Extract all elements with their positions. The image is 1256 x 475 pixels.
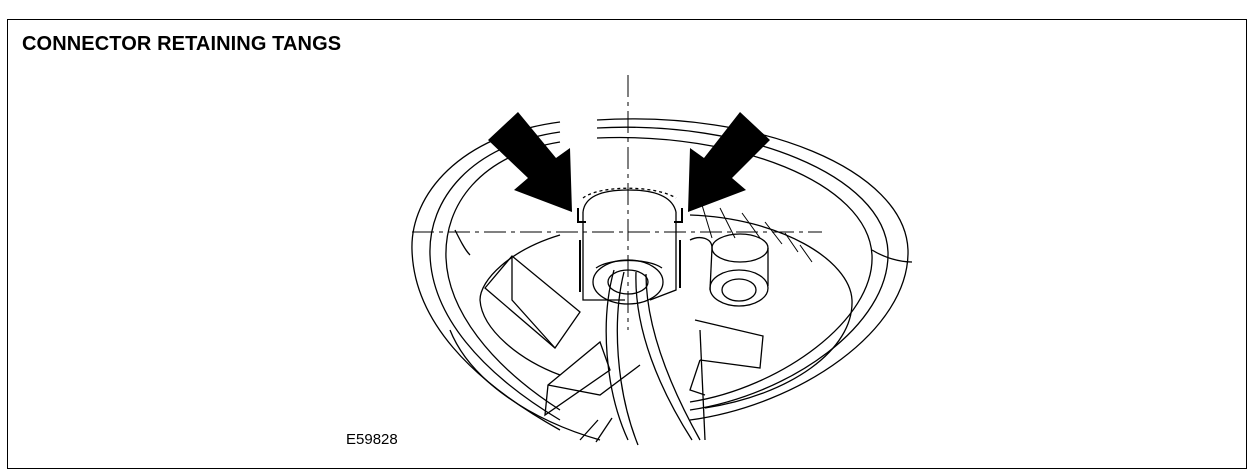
- housing-rim: [411, 118, 913, 431]
- figure-reference-code: E59828: [346, 431, 398, 448]
- arrow-right: [688, 112, 770, 212]
- figure-frame: [7, 19, 1247, 469]
- wiring-harness: [579, 269, 706, 446]
- callout-arrows: [488, 112, 770, 212]
- mounting-bracket: [484, 255, 764, 417]
- radial-fins: [701, 204, 813, 263]
- arrow-left: [488, 112, 572, 212]
- terminal-stud: [689, 233, 769, 307]
- figure-title: CONNECTOR RETAINING TANGS: [22, 33, 342, 55]
- connector-body: [577, 187, 683, 305]
- centre-lines: [412, 75, 822, 330]
- inner-bowl: [449, 214, 853, 441]
